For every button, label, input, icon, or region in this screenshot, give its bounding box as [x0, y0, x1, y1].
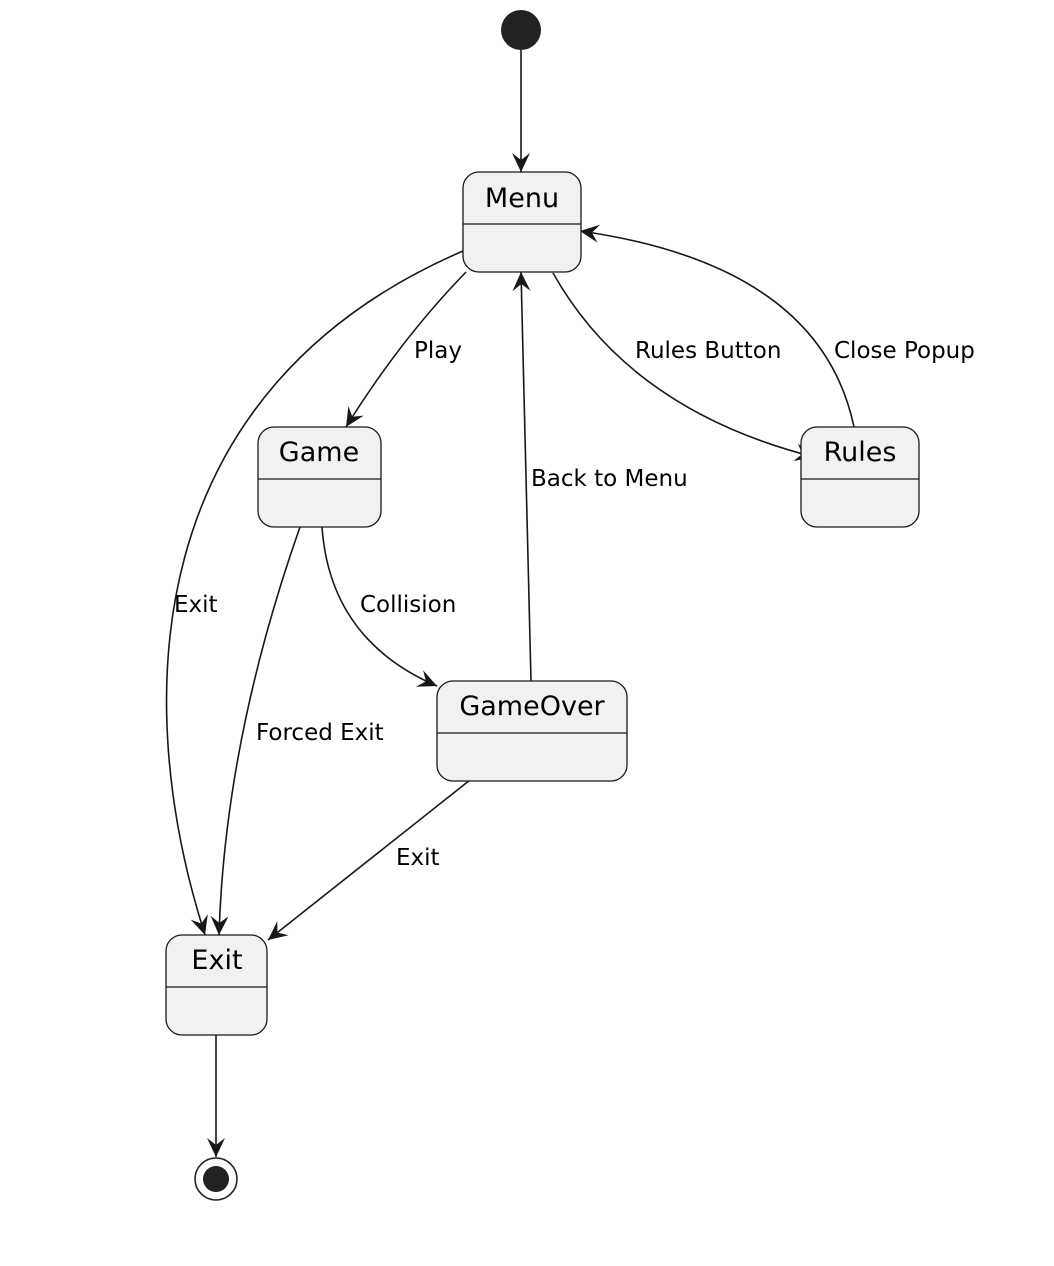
transition-game-to-exit: Forced Exit — [210, 526, 384, 936]
final-state — [194, 1157, 238, 1201]
transition-label-exit-from-gameover: Exit — [396, 845, 440, 871]
transition-menu-to-game: Play — [345, 271, 467, 428]
transition-label-close-popup: Close Popup — [834, 338, 975, 364]
state-exit: Exit — [165, 934, 268, 1036]
state-gameover: GameOver — [436, 680, 628, 782]
state-menu: Menu — [462, 171, 582, 273]
state-name-menu: Menu — [485, 183, 559, 214]
initial-state — [501, 10, 541, 50]
state-rules: Rules — [800, 426, 920, 528]
transition-label-play: Play — [414, 338, 462, 364]
state-name-game: Game — [279, 437, 359, 468]
transition-menu-to-exit: Exit — [165, 250, 464, 936]
transition-label-back-to-menu: Back to Menu — [531, 466, 688, 492]
transition-gameover-to-exit: Exit — [267, 779, 471, 941]
transition-label-forced-exit: Forced Exit — [256, 720, 384, 746]
transition-rules-to-menu: Close Popup — [579, 224, 975, 428]
state-name-exit: Exit — [191, 945, 242, 976]
transition-label-rules-button: Rules Button — [635, 338, 781, 364]
state-name-gameover: GameOver — [459, 691, 605, 722]
state-game: Game — [257, 426, 382, 528]
transition-gameover-to-menu: Back to Menu — [512, 271, 688, 682]
transition-game-to-gameover: Collision — [321, 526, 456, 687]
transition-label-collision: Collision — [360, 592, 456, 618]
state-name-rules: Rules — [824, 437, 897, 468]
transition-menu-to-rules: Rules Button — [552, 272, 815, 462]
transition-label-exit-from-menu: Exit — [174, 592, 218, 618]
